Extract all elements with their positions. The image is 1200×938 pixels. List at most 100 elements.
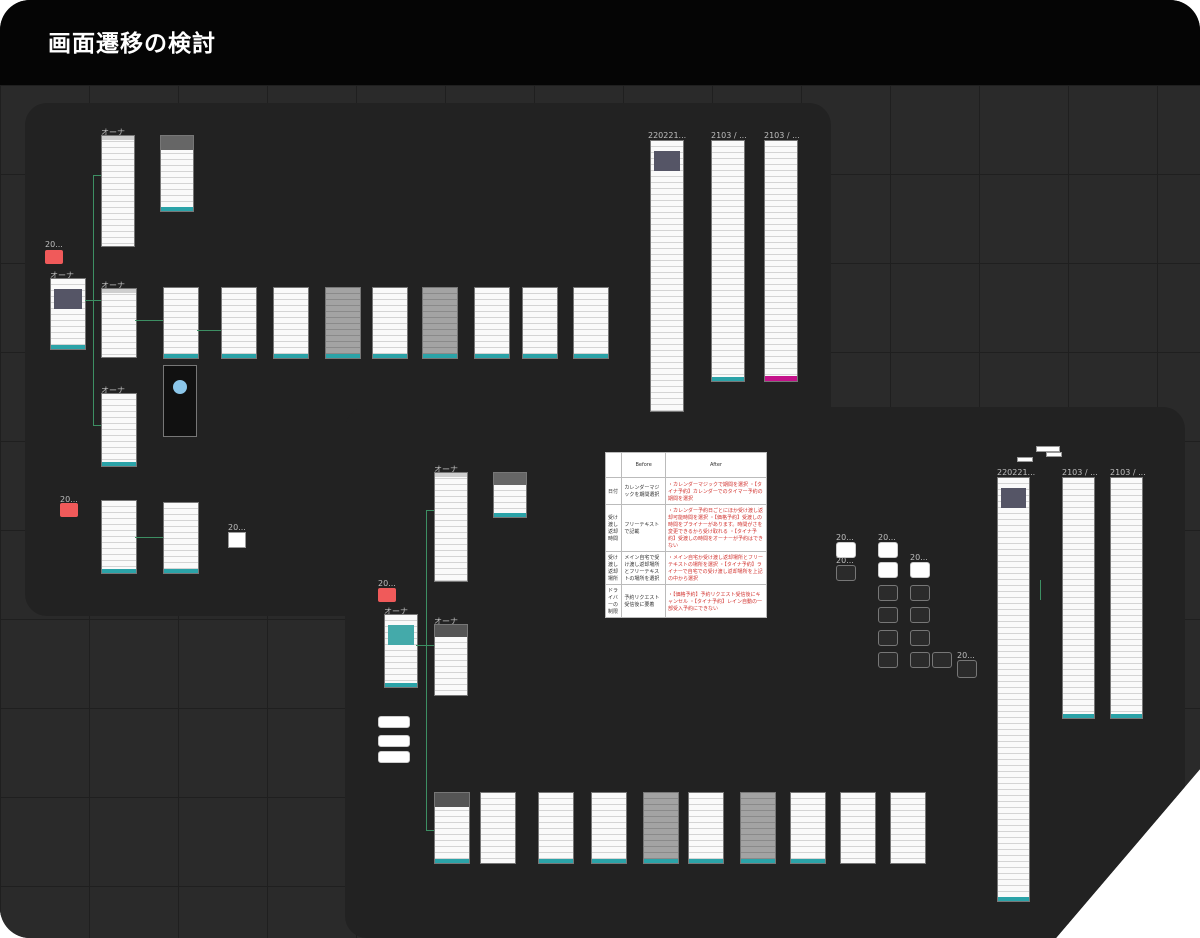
screen-frame[interactable] — [101, 500, 137, 574]
connector — [426, 510, 434, 511]
connector — [426, 830, 434, 831]
screen-frame[interactable] — [643, 792, 679, 864]
frame-label: 20... — [836, 556, 854, 565]
flow-node[interactable] — [878, 542, 898, 558]
screen-frame[interactable] — [163, 287, 199, 359]
table-header-cell: After — [664, 452, 768, 478]
before-cell: フリーテキストで記載 — [621, 504, 666, 552]
frame-label: オーナ — [434, 617, 458, 626]
flow-node[interactable] — [910, 652, 930, 668]
screen-frame[interactable] — [890, 792, 926, 864]
screen-frame[interactable] — [573, 287, 609, 359]
screen-frame-dark[interactable] — [163, 365, 197, 437]
screen-frame[interactable] — [474, 287, 510, 359]
row-label: 日付 — [604, 477, 623, 505]
long-screen-frame[interactable] — [650, 140, 684, 412]
flow-node[interactable] — [878, 630, 898, 646]
sticky-note[interactable] — [378, 588, 396, 602]
screen-frame[interactable] — [480, 792, 516, 864]
flow-node[interactable] — [836, 542, 856, 558]
screen-frame[interactable] — [740, 792, 776, 864]
connector — [426, 510, 427, 830]
option-card[interactable] — [378, 751, 410, 763]
screen-frame[interactable] — [434, 472, 468, 582]
screen-frame[interactable] — [50, 278, 86, 350]
frame-label: 20... — [878, 533, 896, 542]
screen-frame[interactable] — [372, 287, 408, 359]
screen-frame[interactable] — [434, 792, 470, 864]
before-cell: 予約リクエスト受信後に要着 — [621, 584, 666, 618]
screen-frame[interactable] — [591, 792, 627, 864]
long-screen-frame[interactable] — [711, 140, 745, 382]
frame-label: 2103 / ... — [711, 131, 747, 140]
screen-frame[interactable] — [840, 792, 876, 864]
frame-label: 2103 / ... — [1062, 468, 1098, 477]
flow-node[interactable] — [957, 660, 977, 678]
screen-frame[interactable] — [101, 288, 137, 358]
frame-label: オーナ — [50, 271, 74, 280]
screen-frame[interactable] — [221, 287, 257, 359]
sticky-note[interactable] — [45, 250, 63, 264]
connector — [1040, 580, 1041, 600]
flow-node[interactable] — [932, 652, 952, 668]
flow-node[interactable] — [878, 652, 898, 668]
screen-frame[interactable] — [384, 614, 418, 688]
table-row: 受け渡し返却場所 メイン自宅で受け渡し返却場所とフリーテキストの場所を選択 ・メ… — [604, 551, 768, 585]
after-cell: ・カレンダー予約日ごとにほか受け渡し返却可能時間を選択 ・【価格予約】受渡しの時… — [664, 504, 768, 552]
table-header-cell — [604, 452, 623, 478]
annotation-box — [1046, 452, 1062, 457]
flow-node[interactable] — [878, 607, 898, 623]
frame-label: オーナ — [384, 607, 408, 616]
screen-frame[interactable] — [160, 135, 194, 212]
option-card[interactable] — [378, 735, 410, 747]
screen-frame[interactable] — [522, 287, 558, 359]
connector — [135, 537, 163, 538]
sticky-note[interactable] — [60, 503, 78, 517]
flow-node[interactable] — [878, 562, 898, 578]
option-card[interactable] — [378, 716, 410, 728]
screen-frame[interactable] — [163, 502, 199, 574]
annotation-box — [1017, 457, 1033, 462]
board-title: 画面遷移の検討 — [48, 31, 216, 57]
long-screen-frame[interactable] — [1062, 477, 1095, 719]
frame-label: 2103 / ... — [1110, 468, 1146, 477]
frame-label: オーナ — [101, 386, 125, 395]
annotation-box[interactable] — [228, 532, 246, 548]
frame-label: 20... — [60, 495, 78, 504]
board-header: 画面遷移の検討 — [0, 0, 1200, 85]
screen-frame[interactable] — [790, 792, 826, 864]
screen-frame[interactable] — [688, 792, 724, 864]
long-screen-frame[interactable] — [764, 140, 798, 382]
flow-node[interactable] — [836, 565, 856, 581]
frame-label: 20... — [228, 523, 246, 532]
flow-node[interactable] — [910, 562, 930, 578]
screen-frame[interactable] — [325, 287, 361, 359]
long-screen-frame[interactable] — [997, 477, 1030, 902]
after-cell: ・【価格予約】予約リクエスト受信後にキャンセル ・【タイナ予約】レイン自動の一部… — [664, 584, 768, 618]
screen-frame[interactable] — [101, 135, 135, 247]
screen-frame[interactable] — [434, 624, 468, 696]
screen-frame[interactable] — [101, 393, 137, 467]
row-label: ドライバーの制限 — [604, 584, 623, 618]
long-screen-frame[interactable] — [1110, 477, 1143, 719]
screen-frame[interactable] — [538, 792, 574, 864]
screen-frame[interactable] — [273, 287, 309, 359]
frame-label: 220221... — [997, 468, 1036, 477]
frame-label: オーナ — [101, 281, 125, 290]
screen-frame[interactable] — [422, 287, 458, 359]
before-cell: メイン自宅で受け渡し返却場所とフリーテキストの場所を選択 — [621, 551, 666, 585]
comparison-table: Before After 日付 カレンダーマジックを期間選択 ・カレンダーマジッ… — [604, 452, 768, 618]
row-label: 受け渡し返却時間 — [604, 504, 623, 552]
frame-label: オーナ — [434, 465, 458, 474]
flow-node[interactable] — [910, 585, 930, 601]
flow-node[interactable] — [910, 607, 930, 623]
annotation-box — [1036, 446, 1060, 452]
screen-frame[interactable] — [493, 472, 527, 518]
frame-label: 20... — [378, 579, 396, 588]
table-row: 日付 カレンダーマジックを期間選択 ・カレンダーマジックで期間を選択 ・【タイナ… — [604, 477, 768, 505]
table-row: 受け渡し返却時間 フリーテキストで記載 ・カレンダー予約日ごとにほか受け渡し返却… — [604, 504, 768, 552]
flow-node[interactable] — [910, 630, 930, 646]
frame-label: 2103 / ... — [764, 131, 800, 140]
connector — [416, 645, 434, 646]
flow-node[interactable] — [878, 585, 898, 601]
